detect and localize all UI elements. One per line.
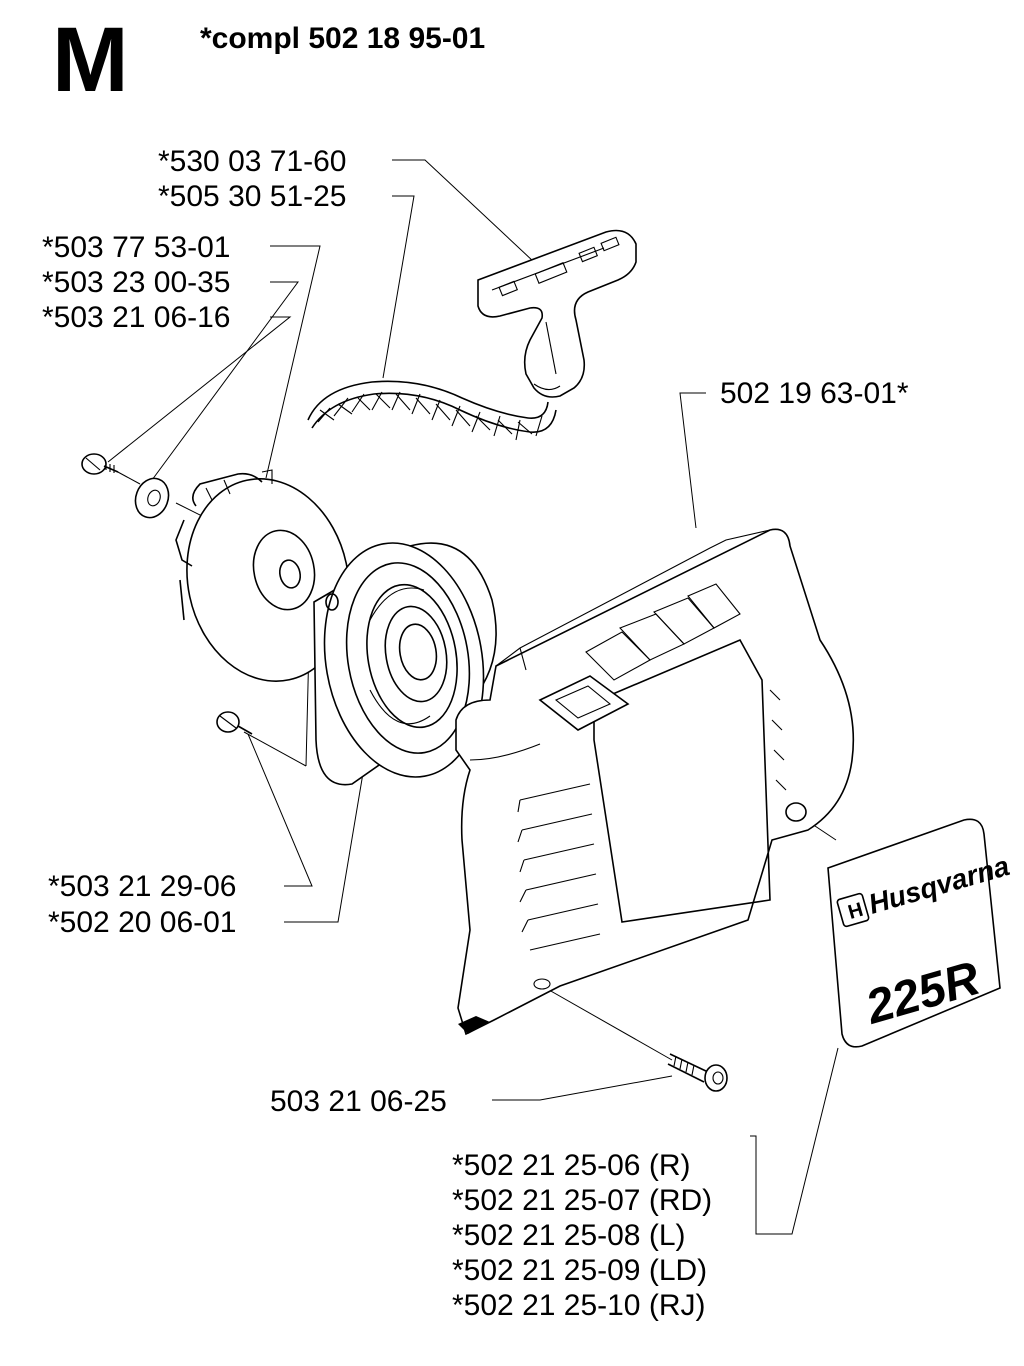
label-decal-part: *502 21 25-10 (RJ) — [452, 1289, 705, 1322]
cover-screw — [667, 1053, 728, 1092]
spring-housing — [313, 542, 497, 786]
label-cover-screw-part: 503 21 06-25 — [270, 1085, 447, 1118]
label-rope-part: *505 30 51-25 — [158, 180, 347, 213]
starter-rope — [307, 380, 557, 441]
center-screw — [81, 453, 119, 475]
label-housing-screw-part: *503 21 29-06 — [48, 870, 237, 903]
housing-screw — [216, 711, 253, 735]
rope-pulley — [175, 469, 350, 682]
label-spring-housing-part: *502 20 06-01 — [48, 906, 237, 939]
starter-handle — [477, 229, 637, 398]
decal-logo-letter: H — [846, 899, 866, 924]
label-handle-part: *530 03 71-60 — [158, 145, 347, 178]
section-letter: M — [52, 9, 129, 111]
decal: H Husqvarna 225R — [827, 818, 1013, 1048]
label-cover-part: 502 19 63-01* — [720, 377, 909, 410]
label-decal-part: *502 21 25-09 (LD) — [452, 1254, 707, 1287]
label-decal-part: *502 21 25-07 (RD) — [452, 1184, 712, 1217]
starter-cover — [455, 528, 855, 1036]
label-pulley-part: *503 77 53-01 — [42, 231, 231, 264]
label-washer-part: *503 23 00-35 — [42, 266, 231, 299]
complete-assembly-label: *compl 502 18 95-01 — [200, 22, 486, 55]
label-center-screw-part: *503 21 06-16 — [42, 301, 231, 334]
label-decal-part: *502 21 25-08 (L) — [452, 1219, 686, 1252]
label-decal-part: *502 21 25-06 (R) — [452, 1149, 690, 1182]
washer — [134, 477, 170, 519]
